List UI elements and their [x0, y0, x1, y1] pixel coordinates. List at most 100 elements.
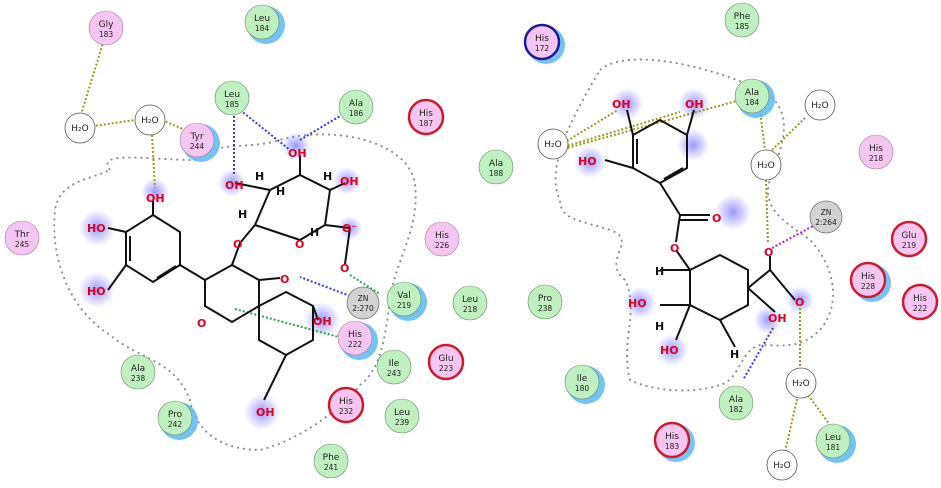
residue-name: Gly	[99, 20, 114, 30]
residue-name: Leu	[394, 408, 410, 418]
residue-name: His	[348, 330, 362, 340]
left-panel: OH HO HO OH OH OH OH OH O O O O O⁻ O H H…	[4, 4, 514, 479]
atom-oh-sugar-2: OH	[288, 147, 307, 160]
residue-number: 245	[15, 240, 30, 249]
residue-name: Ile	[389, 359, 400, 369]
residue-name: Thr	[14, 230, 30, 240]
water-label: H₂O	[757, 161, 774, 171]
residue-number: 239	[395, 418, 410, 427]
residue-number: 228	[861, 282, 876, 291]
residue-name: His	[419, 109, 433, 119]
atom-h-3: H	[323, 170, 332, 183]
residue-number: 186	[349, 109, 364, 118]
atom-h-2: H	[276, 185, 285, 198]
water-circle	[134, 104, 166, 136]
residue-name: His	[665, 432, 679, 442]
residue-circle	[313, 443, 349, 479]
residue-name: His	[861, 272, 875, 282]
residue-circle	[88, 10, 124, 46]
zinc-ion: ZN2:264	[809, 200, 843, 234]
residue-circle	[478, 149, 514, 185]
water-rw2: H₂O	[804, 89, 836, 121]
atom-o-r2: O	[670, 242, 679, 255]
zinc-label: ZN	[358, 294, 369, 303]
residue-circle	[424, 221, 460, 257]
residue-name: Ala	[131, 364, 145, 374]
atom-o-r1: O	[712, 212, 721, 225]
residue-number: 187	[419, 119, 434, 128]
atom-oh-left-1: OH	[146, 192, 165, 205]
zinc-circle	[346, 286, 380, 320]
atom-o-minus: O⁻	[342, 222, 357, 235]
residue-number: 180	[575, 384, 590, 393]
residue-number: 242	[168, 420, 183, 429]
residue-circle	[527, 284, 563, 320]
water-w1: H₂O	[64, 112, 96, 144]
residue-circle	[718, 385, 754, 421]
residue-number: 219	[902, 241, 917, 250]
zinc-id: 2:270	[352, 304, 374, 313]
atom-ho-left-1: HO	[87, 222, 106, 235]
residue-number: 222	[348, 340, 363, 349]
residue-circle	[564, 364, 600, 400]
ligand-atoms-left: OH HO HO OH OH OH OH OH O O O O O⁻ O H H…	[87, 147, 359, 419]
binding-pocket-outline	[53, 133, 417, 451]
atom-o-carbonyl: O	[280, 273, 289, 286]
residue-name: Ile	[577, 374, 588, 384]
residue-name: His	[435, 231, 449, 241]
residue-circle	[338, 89, 374, 125]
residue-name: Phe	[734, 12, 751, 22]
water-label: H₂O	[71, 124, 88, 134]
residue-circle	[384, 398, 420, 434]
residue-number: 232	[339, 407, 354, 416]
water-circle	[750, 149, 782, 181]
atom-oh-left-2: OH	[313, 315, 332, 328]
residue-number: 218	[869, 154, 884, 163]
residue-circle	[901, 283, 939, 321]
residue-number: 184	[745, 98, 760, 107]
residue-circle	[214, 80, 250, 116]
water-circle	[64, 112, 96, 144]
residue-circle	[376, 349, 412, 385]
atom-ho-r3: HO	[660, 344, 679, 357]
atom-o-r4: O	[795, 296, 804, 309]
residue-number: 226	[435, 241, 450, 250]
atom-h-5: H	[310, 226, 319, 239]
water-circle	[766, 449, 798, 481]
residue-number: 181	[826, 443, 841, 452]
residue-circle	[890, 220, 928, 258]
water-rw4: H₂O	[785, 367, 817, 399]
residue-name: Pro	[538, 294, 553, 304]
residue-number: 184	[255, 24, 270, 33]
residue-name: Pro	[168, 410, 183, 420]
water-label: H₂O	[141, 116, 158, 126]
residue-number: 183	[99, 30, 114, 39]
water-label: H₂O	[792, 379, 809, 389]
residue-name: His	[339, 397, 353, 407]
residue-circle	[120, 354, 156, 390]
atom-oh-r2: OH	[685, 98, 704, 111]
atom-ho-r2: HO	[628, 297, 647, 310]
atom-o-glycoside: O	[233, 238, 242, 251]
residue-circle	[244, 4, 280, 40]
